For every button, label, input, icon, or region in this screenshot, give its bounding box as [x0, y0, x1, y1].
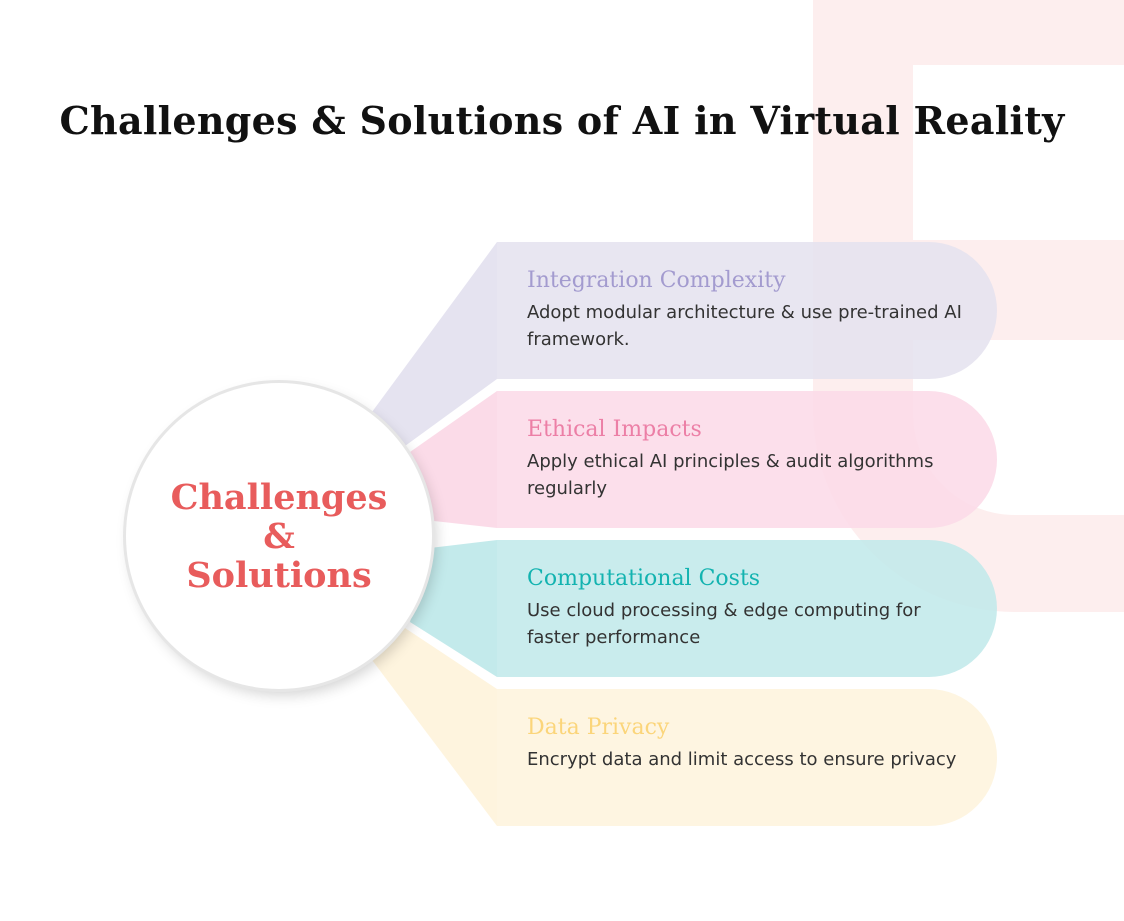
- item-computational-costs: Computational Costs Use cloud processing…: [527, 566, 967, 651]
- bar-0: [497, 242, 997, 379]
- item-heading: Computational Costs: [527, 566, 761, 591]
- connectors: [372, 242, 497, 826]
- center-line-3: Solutions: [186, 554, 372, 596]
- item-heading: Data Privacy: [527, 715, 670, 740]
- center-line-2: &: [263, 515, 295, 557]
- item-heading: Integration Complexity: [527, 268, 786, 293]
- item-integration-complexity: Integration Complexity Adopt modular arc…: [527, 268, 967, 353]
- bars: [497, 242, 997, 826]
- item-text: Encrypt data and limit access to ensure …: [527, 749, 957, 770]
- bar-1: [497, 391, 997, 528]
- bar-2: [497, 540, 997, 677]
- connector-1: [410, 391, 497, 528]
- connector-0: [372, 242, 497, 446]
- item-data-privacy: Data Privacy Encrypt data and limit acce…: [527, 715, 967, 773]
- center-line-1: Challenges: [170, 476, 388, 518]
- item-text: Use cloud processing & edge computing fo…: [527, 600, 921, 648]
- bar-3: [497, 689, 997, 826]
- connector-3: [372, 628, 497, 826]
- connector-2: [410, 540, 497, 677]
- item-text: Adopt modular architecture & use pre-tra…: [527, 302, 962, 350]
- center-circle: Challenges & Solutions: [126, 383, 432, 689]
- item-text: Apply ethical AI principles & audit algo…: [527, 451, 934, 499]
- item-ethical-impacts: Ethical Impacts Apply ethical AI princip…: [527, 417, 967, 502]
- item-heading: Ethical Impacts: [527, 417, 702, 442]
- page-title: Challenges & Solutions of AI in Virtual …: [59, 98, 1065, 143]
